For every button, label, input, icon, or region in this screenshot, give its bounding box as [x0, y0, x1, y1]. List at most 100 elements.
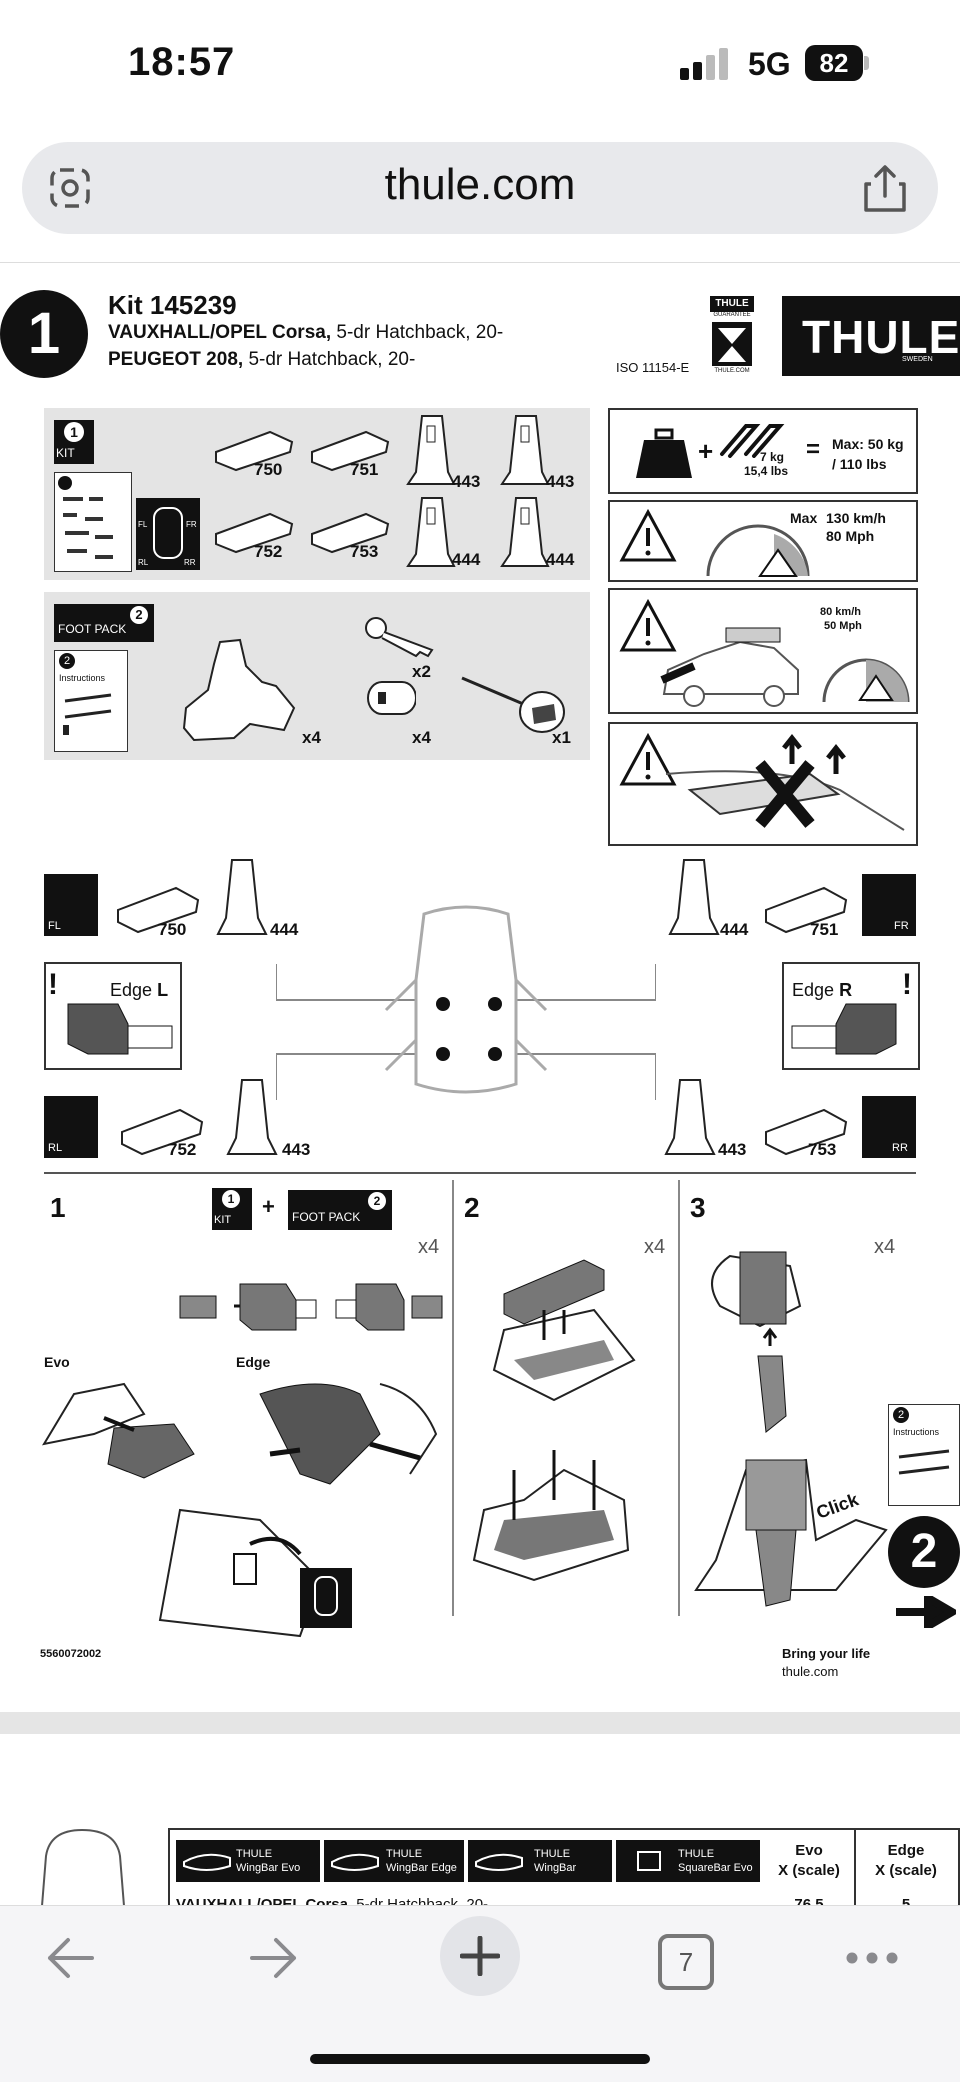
guarantee-site: THULE.COM: [714, 368, 750, 374]
next-thumb-text: Instructions: [893, 1427, 940, 1437]
tab-count-button[interactable]: 7: [658, 1934, 714, 1990]
lock-cylinder-icon: [367, 681, 416, 715]
document-number: 5560072002: [40, 1648, 102, 1660]
speedometer-icon-2: [822, 658, 910, 703]
part-750-label: 750: [254, 460, 283, 479]
url-text[interactable]: thule.com: [384, 160, 576, 209]
col-evo-subheader: X (scale): [778, 1862, 840, 1879]
step-3-qty: x4: [874, 1236, 896, 1258]
pad-rl-icon: [121, 1108, 204, 1156]
kit-badge: 1 KIT: [54, 420, 94, 464]
network-type: 5G: [748, 46, 791, 82]
position-rr-text: RR: [892, 1142, 908, 1154]
part-444-b-label: 444: [546, 550, 575, 569]
brand-tagline: Bring your life: [782, 1646, 871, 1661]
foot-pack-number: 2: [130, 606, 148, 624]
foot-fr-label: 444: [720, 920, 749, 939]
kit-instructions-sketch-icon: [58, 476, 113, 559]
foot-fl-label: 444: [270, 920, 299, 939]
part-444-a-label: 444: [452, 550, 481, 569]
step-1-kit-badge: 1 KIT: [212, 1188, 252, 1230]
col-edge-subheader: X (scale): [875, 1862, 937, 1879]
plus-icon: [460, 1936, 500, 1976]
roof-bar-sketch-icon: [63, 693, 112, 735]
kit-badge-number: 1: [64, 422, 84, 442]
bar-weight-kg: 7 kg: [760, 450, 785, 464]
max-speed-mph: 80 Mph: [826, 528, 875, 544]
foot-bracket-443-b-icon: [500, 415, 550, 485]
section-divider: [44, 1172, 916, 1174]
thule-logo: THULE SWEDEN: [782, 296, 960, 376]
foot-pack-panel: FOOT PACK 2 2 Instructions x4 x2 x4 x1: [44, 592, 590, 760]
guarantee-text: GUARANTEE: [713, 312, 751, 318]
foot-fr-icon: [668, 859, 720, 935]
pad-fr-icon: [765, 886, 848, 934]
step-1-kit-label: KIT: [214, 1214, 232, 1226]
max-load-kg: Max: 50 kg: [832, 436, 904, 452]
step-2-number: 2: [464, 1192, 480, 1223]
table-col-divider: [854, 1828, 856, 1906]
page-gap: [0, 1712, 960, 1734]
wingbar-evo-brand: THULE: [236, 1848, 273, 1860]
key-icon: [365, 617, 434, 658]
thule-logo-text: THULE: [802, 311, 960, 363]
edge-left-label: Edge L: [110, 980, 168, 1001]
foot-bracket-444-b-icon: [500, 497, 550, 567]
forward-icon[interactable]: [248, 1936, 300, 1980]
foot-pack-instructions-thumbnail: 2 Instructions: [54, 650, 128, 752]
warning-triangle-icon: [619, 508, 677, 562]
limit-speed-mph: 50 Mph: [824, 620, 862, 632]
no-lift-warning-panel: [608, 722, 918, 846]
evo-label: Evo: [44, 1354, 70, 1370]
page-settings-icon[interactable]: [48, 166, 92, 210]
foot-pack-label: FOOT PACK: [58, 622, 127, 636]
max-speed-panel: Max 130 km/h 80 Mph: [608, 500, 918, 582]
new-tab-button[interactable]: [440, 1916, 520, 1996]
wheel-fl-label: FL: [138, 520, 148, 529]
share-icon[interactable]: [862, 164, 908, 214]
edge-foot-install-icon: [259, 1383, 438, 1485]
edge-right-word: Edge: [792, 980, 835, 1000]
edge-right-label: Edge R: [792, 980, 852, 1001]
position-fr-badge: FR: [862, 874, 916, 936]
step-divider-2: [678, 1180, 680, 1616]
position-fl-text: FL: [48, 920, 61, 932]
loading-warning-panel: 80 km/h 50 Mph: [608, 588, 918, 714]
battery-cap: [864, 56, 869, 70]
edge-right-foot-icon: [791, 1003, 897, 1055]
status-time: 18:57: [128, 40, 236, 84]
brand-site: thule.com: [782, 1664, 839, 1679]
more-options-icon[interactable]: [844, 1948, 900, 1968]
car-front-sketch-icon: [41, 1828, 125, 1906]
step-1-qty: x4: [418, 1236, 440, 1258]
step-1-number: 1: [50, 1192, 66, 1223]
foot-pack-instructions-text: Instructions: [59, 673, 106, 683]
bracket-insert-icon: [711, 1251, 802, 1433]
squarebar-evo-icon: [637, 1851, 661, 1871]
part-751-label: 751: [350, 460, 379, 479]
url-bar[interactable]: [22, 142, 938, 234]
signal-icon: [680, 48, 728, 80]
car-model-2: PEUGEOT 208, 5-dr Hatchback, 20-: [108, 349, 415, 371]
car-model-2-name: PEUGEOT 208,: [108, 349, 244, 370]
wingbar-brand: THULE: [534, 1848, 571, 1860]
foot-pack-badge: FOOT PACK 2: [54, 604, 154, 642]
plus-sign: +: [698, 436, 714, 466]
step-1-foot-pack-badge: FOOT PACK 2: [288, 1190, 392, 1230]
part-443-a-label: 443: [452, 472, 481, 491]
warning-triangle-icon-2: [619, 598, 677, 652]
squarebar-evo-brand: THULE: [678, 1848, 715, 1860]
next-arrow-icon[interactable]: [894, 1596, 956, 1628]
pad-fl-label: 750: [158, 920, 187, 939]
kit-parts-panel: 1 KIT FL FR RL RR 750 751 443 443 752 75…: [44, 408, 590, 580]
limit-speed-kmh: 80 km/h: [820, 606, 861, 618]
table-header-wingbar-edge: THULE WingBar Edge: [324, 1840, 464, 1882]
part-753-label: 753: [350, 542, 379, 561]
car-model-1-name: VAUXHALL/OPEL Corsa,: [108, 322, 332, 343]
status-bar: 18:57 5G 82: [0, 0, 960, 130]
col-edge-header: Edge: [887, 1842, 925, 1859]
next-step-button[interactable]: 2: [888, 1516, 960, 1588]
edge-left-alert: !: [48, 968, 58, 1001]
table-header-wingbar: THULE WingBar: [468, 1840, 612, 1882]
back-icon[interactable]: [44, 1936, 96, 1980]
